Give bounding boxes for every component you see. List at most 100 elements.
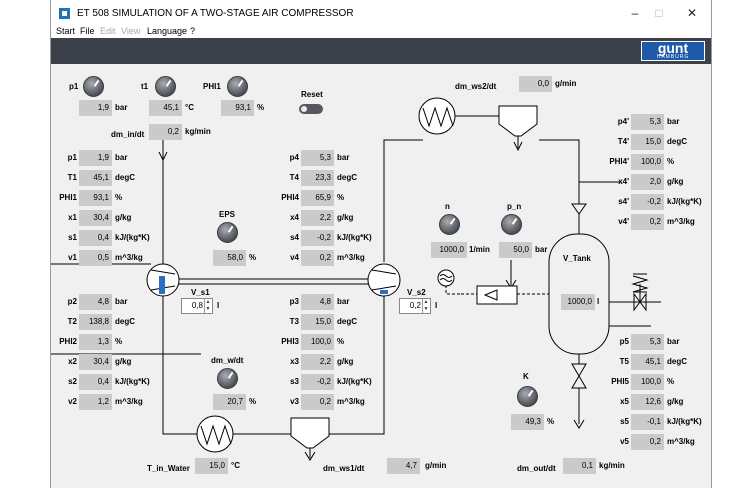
state1-value: 45,1: [79, 170, 112, 186]
state4p-value: 2,0: [631, 174, 664, 190]
state2-value: 1,3: [79, 334, 112, 350]
t1-input-unit: °C: [185, 103, 194, 112]
state3-value: 2,2: [301, 354, 334, 370]
v-s2-spin-arrows[interactable]: ▲▼: [422, 299, 429, 313]
menu-file[interactable]: File: [80, 26, 95, 36]
app-window: ET 508 SIMULATION OF A TWO-STAGE AIR COM…: [50, 0, 712, 488]
reset-toggle[interactable]: [299, 104, 323, 114]
state3-value: 15,0: [301, 314, 334, 330]
state4p-unit: bar: [667, 117, 680, 126]
dm-in-unit: kg/min: [185, 127, 211, 136]
state5-value: 0,2: [631, 434, 664, 450]
v-s2-unit: l: [435, 301, 438, 310]
process-diagram: p1 1,9 bar t1 45,1 °C PHI1 93,1 % Reset …: [51, 64, 711, 488]
state2-value: 1,2: [79, 394, 112, 410]
state4p-unit: degC: [667, 137, 687, 146]
v-tank-unit: l: [597, 297, 600, 306]
menu-view[interactable]: View: [121, 26, 141, 36]
menu-help[interactable]: ?: [190, 26, 196, 36]
v-s2-spinbox[interactable]: 0,2▲▼: [399, 298, 431, 314]
state1-value: 0,5: [79, 250, 112, 266]
state4-label: v4: [290, 253, 299, 262]
menu-language[interactable]: Language: [147, 26, 188, 36]
p1-knob[interactable]: [83, 76, 104, 97]
state2-label: x2: [68, 357, 77, 366]
state3-unit: kJ/(kg*K): [337, 377, 372, 386]
state5-label: s5: [620, 417, 629, 426]
state4p-label: v4': [618, 217, 629, 226]
state2-label: s2: [68, 377, 77, 386]
p1-input-unit: bar: [115, 103, 128, 112]
aftercooler-icon: [418, 97, 456, 135]
state4p-label: s4': [618, 197, 629, 206]
v-s1-value: 0,8: [191, 301, 203, 310]
state2-unit: %: [115, 337, 123, 346]
menu-bar: Start File Edit View Language ?: [51, 26, 711, 38]
dm-out-value: 0,1: [563, 458, 596, 474]
state5-label: p5: [619, 337, 629, 346]
separator1-icon: [290, 417, 330, 449]
state4-value: 0,2: [301, 250, 334, 266]
dm-w-unit: %: [249, 397, 257, 406]
state4p-value: 5,3: [631, 114, 664, 130]
phi1-knob[interactable]: [227, 76, 248, 97]
menu-edit[interactable]: Edit: [100, 26, 116, 36]
n-knob[interactable]: [439, 214, 460, 235]
logo-subtext: HAMBURG: [656, 54, 690, 60]
state2-label: T2: [67, 317, 77, 326]
v-s1-spin-arrows[interactable]: ▲▼: [204, 299, 211, 313]
state4-unit: %: [337, 193, 345, 202]
state3-value: 4,8: [301, 294, 334, 310]
tank-valve: [633, 292, 647, 312]
eps-unit: %: [249, 253, 257, 262]
pipe-sep2-to-tank: [539, 139, 580, 182]
t1-input-label: t1: [141, 82, 149, 91]
n-value: 1000,0: [431, 242, 467, 258]
p1-input-label: p1: [69, 82, 79, 91]
menu-start[interactable]: Start: [56, 26, 76, 36]
state1-label: PHI1: [59, 193, 77, 202]
state1-label: T1: [67, 173, 77, 182]
state4p-label: T4': [617, 137, 629, 146]
state4-unit: kJ/(kg*K): [337, 233, 372, 242]
state4-value: 23,3: [301, 170, 334, 186]
minimize-button[interactable]: –: [631, 6, 639, 20]
t-in-water-value: 15,0: [195, 458, 228, 474]
pipe-c2-to-cooler2: [383, 139, 423, 262]
pipe-sep1-to-c2: [329, 296, 385, 435]
v-s1-unit: l: [217, 301, 220, 310]
state4p-unit: %: [667, 157, 675, 166]
t1-knob[interactable]: [155, 76, 176, 97]
state2-label: v2: [68, 397, 77, 406]
dm-ws1-unit: g/min: [425, 461, 447, 470]
state3-unit: degC: [337, 317, 357, 326]
maximize-button[interactable]: □: [655, 6, 663, 20]
compressor2-icon: [367, 263, 401, 297]
v-s1-spinbox[interactable]: 0,8▲▼: [181, 298, 213, 314]
state2-unit: kJ/(kg*K): [115, 377, 150, 386]
dm-ws1-label: dm_ws1/dt: [323, 464, 365, 473]
state1-label: p1: [67, 153, 77, 162]
state1-unit: %: [115, 193, 123, 202]
state3-label: x3: [290, 357, 299, 366]
state2-unit: degC: [115, 317, 135, 326]
p-n-knob[interactable]: [501, 214, 522, 235]
k-unit: %: [547, 417, 555, 426]
state5-label: v5: [620, 437, 629, 446]
dm-in-label: dm_in/dt: [111, 130, 145, 139]
pipe-diagram: [51, 97, 661, 461]
state1-value: 1,9: [79, 150, 112, 166]
motor-icon: [437, 269, 455, 287]
state1-unit: kJ/(kg*K): [115, 233, 150, 242]
state4-label: x4: [290, 213, 299, 222]
inlet-arrow: [158, 151, 168, 162]
state4p-value: 0,2: [631, 214, 664, 230]
close-button[interactable]: ✕: [686, 6, 698, 20]
state1-label: x1: [68, 213, 77, 222]
state3-unit: bar: [337, 297, 350, 306]
eps-knob[interactable]: [217, 222, 238, 243]
dm-w-knob[interactable]: [217, 368, 238, 389]
v-tank-label: V_Tank: [563, 254, 591, 263]
v-s1-label: V_s1: [191, 288, 210, 297]
k-knob[interactable]: [517, 386, 538, 407]
